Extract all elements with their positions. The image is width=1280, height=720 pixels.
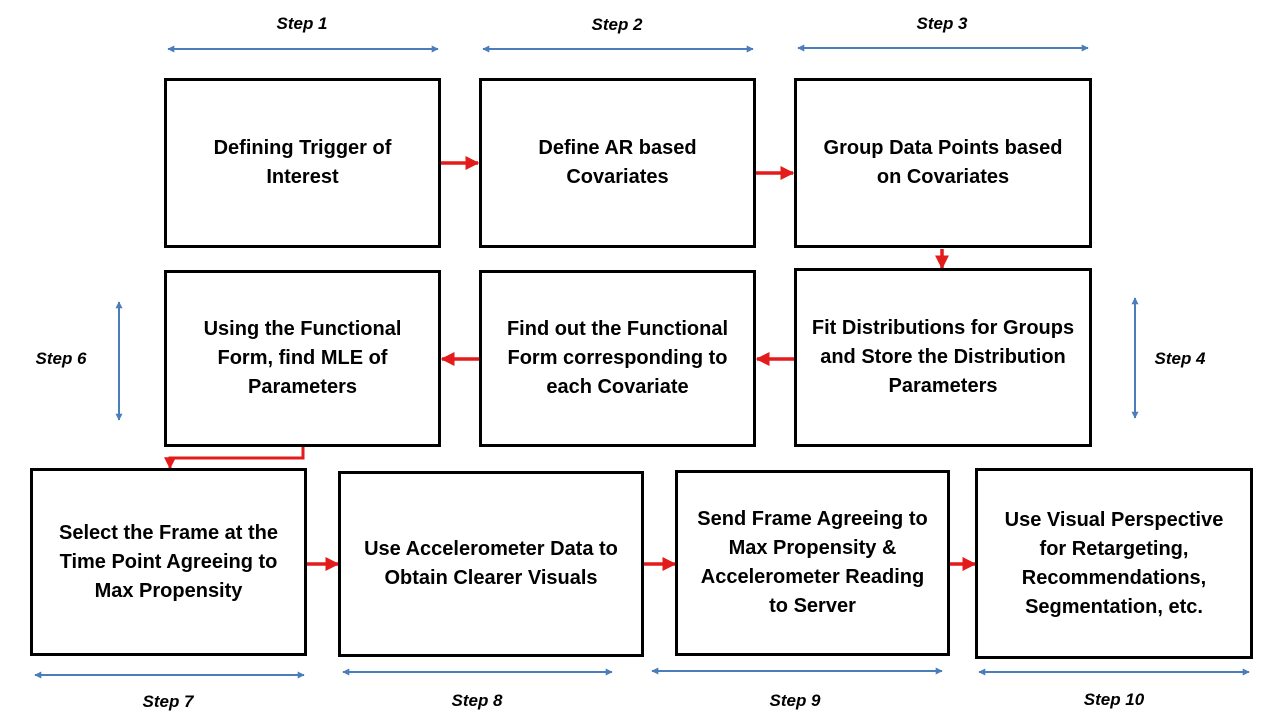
process-box-text: Send Frame Agreeing to Max Propensity & … xyxy=(697,508,928,617)
step-label-8: Step 8 xyxy=(451,691,503,710)
flow-arrow-6-7 xyxy=(164,447,305,470)
process-box-define-ar-covariates: Define AR based Covariates xyxy=(479,78,756,248)
process-box-send-frame: Send Frame Agreeing to Max Propensity & … xyxy=(675,470,950,656)
process-box-text: Define AR based Covariates xyxy=(538,137,697,188)
process-box-text: Defining Trigger of Interest xyxy=(213,137,392,188)
process-box-text: Find out the Functional Form correspondi… xyxy=(506,318,729,398)
step-label-9: Step 9 xyxy=(769,691,821,710)
process-box-select-frame: Select the Frame at the Time Point Agree… xyxy=(30,468,307,656)
process-box-text: Use Accelerometer Data to Obtain Clearer… xyxy=(364,538,618,589)
step-label-2: Step 2 xyxy=(591,15,643,34)
process-box-text: Fit Distributions for Groups and Store t… xyxy=(811,317,1075,397)
process-box-text: Use Visual Perspective for Retargeting, … xyxy=(1004,508,1224,618)
step-label-4: Step 4 xyxy=(1154,349,1206,368)
step-label-7: Step 7 xyxy=(142,692,194,711)
process-box-fit-distributions: Fit Distributions for Groups and Store t… xyxy=(794,268,1092,447)
step-label-3: Step 3 xyxy=(916,14,968,33)
process-box-group-data-points: Group Data Points based on Covariates xyxy=(794,78,1092,248)
process-box-text: Select the Frame at the Time Point Agree… xyxy=(59,521,278,602)
step-label-6: Step 6 xyxy=(35,349,87,368)
process-box-accelerometer-visuals: Use Accelerometer Data to Obtain Clearer… xyxy=(338,471,644,657)
process-box-find-mle: Using the Functional Form, find MLE of P… xyxy=(164,270,441,447)
process-box-find-functional-form: Find out the Functional Form correspondi… xyxy=(479,270,756,447)
process-box-visual-perspective: Use Visual Perspective for Retargeting, … xyxy=(975,468,1253,659)
step-label-10: Step 10 xyxy=(1083,690,1145,709)
step-label-1: Step 1 xyxy=(276,14,328,33)
process-box-define-trigger: Defining Trigger of Interest xyxy=(164,78,441,248)
process-box-text: Group Data Points based on Covariates xyxy=(823,137,1063,188)
process-box-text: Using the Functional Form, find MLE of P… xyxy=(203,318,402,398)
